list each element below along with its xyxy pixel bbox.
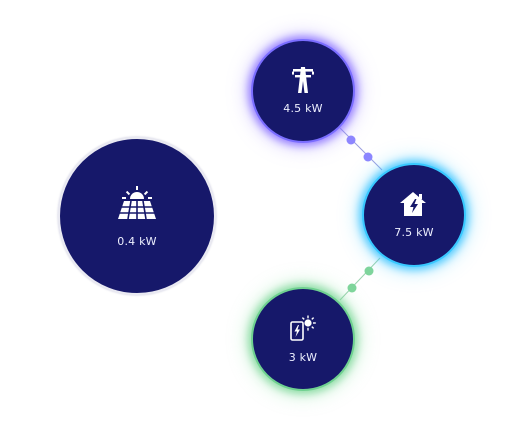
grid-home-flow-dot	[346, 135, 356, 145]
home-battery-flow-dot	[347, 283, 357, 293]
home-lightning-icon	[400, 191, 428, 217]
grid-home-flow-line	[339, 127, 383, 171]
home-power-value: 7.5 kW	[394, 226, 434, 239]
solar-panel-icon	[116, 185, 158, 221]
home-node[interactable]: 7.5 kW	[362, 163, 466, 267]
home-battery-flow-dot	[364, 266, 374, 276]
grid-power-value: 4.5 kW	[283, 102, 323, 115]
home-battery-flow-line	[339, 257, 381, 301]
grid-home-flow-dot	[363, 152, 373, 162]
battery-power-value: 3 kW	[288, 351, 318, 364]
grid-node[interactable]: 4.5 kW	[251, 39, 355, 143]
battery-node[interactable]: 3 kW	[251, 287, 355, 391]
solar-node[interactable]: 0.4 kW	[58, 137, 216, 295]
solar-power-value: 0.4 kW	[117, 234, 157, 248]
power-pylon-icon	[291, 67, 315, 93]
battery-sun-icon	[289, 314, 317, 342]
